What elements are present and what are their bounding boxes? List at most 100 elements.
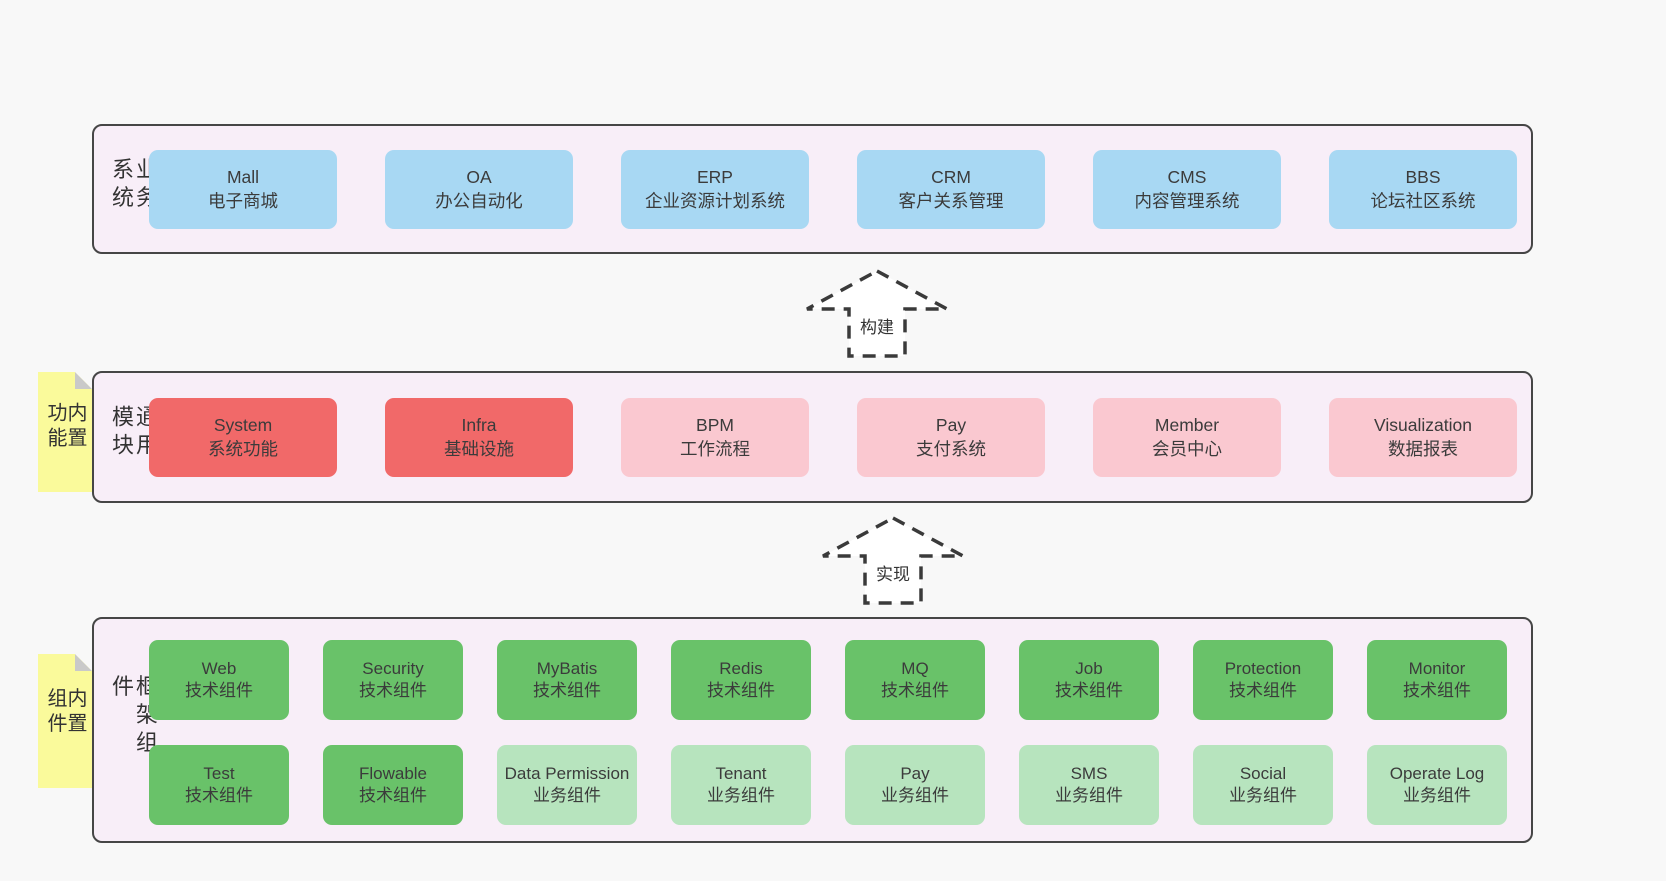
box-subtitle: 系统功能 [208,439,278,459]
box-title: Redis [719,659,763,678]
box-tenant: Tenant 业务组件 [671,745,811,825]
box-title: Operate Log [1389,764,1485,783]
box-title: Web [201,659,237,678]
box-subtitle: 技术组件 [1403,681,1471,700]
box-title: Security [362,659,424,678]
box-subtitle: 业务组件 [1229,786,1297,805]
box-subtitle: 论坛社区系统 [1370,191,1476,211]
box-title: Mall [226,167,260,187]
box-subtitle: 技术组件 [359,681,427,700]
box-subtitle: 客户关系管理 [898,191,1004,211]
arrow-build-label: 构建 [860,318,894,337]
box-subtitle: 企业资源计划系统 [645,191,785,211]
note-built-in-components-label: 内置组件 [44,687,86,738]
box-subtitle: 业务组件 [1403,786,1471,805]
box-subtitle: 电子商城 [208,191,278,211]
box-title: System [213,415,273,435]
box-title: Data Permission [504,764,630,783]
box-pay-component: Pay 业务组件 [845,745,985,825]
section-common-modules: 通用模块 System 系统功能 Infra 基础设施 BPM 工作流程 Pay… [92,371,1533,503]
note-built-in-features: 内置功能 [38,372,92,492]
framework-components-row-1: Web 技术组件 Security 技术组件 MyBatis 技术组件 Redi… [149,640,1507,720]
arrow-build: 构建 [802,268,952,360]
section-framework-components: 框架组件 Web 技术组件 Security 技术组件 MyBatis 技术组件… [92,617,1533,843]
box-title: Visualization [1374,415,1472,435]
box-bbs: BBS 论坛社区系统 [1329,149,1517,229]
box-subtitle: 技术组件 [707,681,775,700]
box-monitor: Monitor 技术组件 [1367,640,1507,720]
section-business-systems: 业务系统 Mall 电子商城 OA 办公自动化 ERP 企业资源计划系统 CRM… [92,124,1533,254]
box-title: BBS [1405,167,1441,187]
box-member: Member 会员中心 [1093,397,1281,477]
box-title: Social [1239,764,1287,783]
box-subtitle: 基础设施 [444,439,514,459]
box-title: SMS [1070,764,1108,783]
box-title: Tenant [715,764,767,783]
box-crm: CRM 客户关系管理 [857,149,1045,229]
common-modules-row: System 系统功能 Infra 基础设施 BPM 工作流程 Pay 支付系统… [149,373,1517,501]
box-subtitle: 数据报表 [1388,439,1458,459]
box-title: Pay [935,415,967,435]
box-title: Monitor [1408,659,1466,678]
box-title: Infra [461,415,497,435]
box-subtitle: 工作流程 [680,439,750,459]
box-title: CRM [931,167,971,187]
box-subtitle: 技术组件 [185,786,253,805]
box-subtitle: 业务组件 [1055,786,1123,805]
box-subtitle: 业务组件 [881,786,949,805]
box-visualization: Visualization 数据报表 [1329,397,1517,477]
box-bpm: BPM 工作流程 [621,397,809,477]
business-systems-row: Mall 电子商城 OA 办公自动化 ERP 企业资源计划系统 CRM 客户关系… [149,126,1517,252]
arrow-implement-label: 实现 [876,565,910,584]
box-web: Web 技术组件 [149,640,289,720]
box-redis: Redis 技术组件 [671,640,811,720]
box-title: MyBatis [536,659,598,678]
box-title: MQ [901,659,929,678]
box-system: System 系统功能 [149,397,337,477]
box-title: Job [1075,659,1103,678]
box-mybatis: MyBatis 技术组件 [497,640,637,720]
box-infra: Infra 基础设施 [385,397,573,477]
box-subtitle: 会员中心 [1152,439,1222,459]
box-data-permission: Data Permission 业务组件 [497,745,637,825]
box-flowable: Flowable 技术组件 [323,745,463,825]
box-subtitle: 技术组件 [1229,681,1297,700]
box-protection: Protection 技术组件 [1193,640,1333,720]
note-built-in-components: 内置组件 [38,654,92,788]
box-cms: CMS 内容管理系统 [1093,149,1281,229]
box-pay-system: Pay 支付系统 [857,397,1045,477]
box-erp: ERP 企业资源计划系统 [621,149,809,229]
box-social: Social 业务组件 [1193,745,1333,825]
arrow-implement: 实现 [818,515,968,607]
box-title: OA [466,167,492,187]
box-security: Security 技术组件 [323,640,463,720]
box-subtitle: 内容管理系统 [1134,191,1240,211]
box-title: BPM [696,415,734,435]
box-subtitle: 技术组件 [359,786,427,805]
box-mall: Mall 电子商城 [149,149,337,229]
box-title: Test [203,764,235,783]
box-title: Member [1154,415,1220,435]
framework-components-grid: Web 技术组件 Security 技术组件 MyBatis 技术组件 Redi… [149,640,1507,825]
box-operate-log: Operate Log 业务组件 [1367,745,1507,825]
note-fold-icon [75,372,92,389]
box-subtitle: 办公自动化 [435,191,523,211]
box-subtitle: 技术组件 [1055,681,1123,700]
framework-components-row-2: Test 技术组件 Flowable 技术组件 Data Permission … [149,745,1507,825]
box-mq: MQ 技术组件 [845,640,985,720]
box-oa: OA 办公自动化 [385,149,573,229]
box-subtitle: 支付系统 [916,439,986,459]
box-title: CMS [1167,167,1207,187]
box-title: Pay [900,764,930,783]
up-arrow-icon [822,516,964,605]
box-title: Protection [1224,659,1302,678]
box-title: ERP [697,167,733,187]
box-test: Test 技术组件 [149,745,289,825]
note-built-in-features-label: 内置功能 [44,402,86,452]
box-sms: SMS 业务组件 [1019,745,1159,825]
box-job: Job 技术组件 [1019,640,1159,720]
box-subtitle: 技术组件 [533,681,601,700]
up-arrow-icon [806,269,948,358]
box-title: Flowable [358,764,428,783]
